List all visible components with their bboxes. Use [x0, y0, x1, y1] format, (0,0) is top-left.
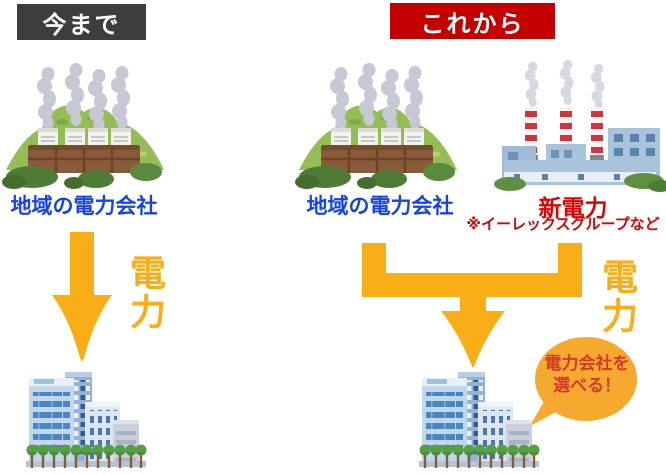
merge-arrow-icon-future [362, 243, 582, 368]
bubble-text-line2: 選べる！ [553, 376, 621, 395]
header-future: これから [390, 3, 555, 39]
regional-power-label-now: 地域の電力会社 [10, 195, 158, 218]
regional-power-plant-icon-now [2, 63, 164, 189]
power-arrow-label-now: 電力 [125, 254, 166, 332]
city-buildings-icon-future [419, 372, 540, 468]
city-buildings-icon-now [26, 372, 147, 468]
down-arrow-icon-now [52, 232, 112, 362]
regional-power-label-future: 地域の電力会社 [306, 195, 454, 218]
header-now: 今まで [17, 4, 146, 40]
bubble-text-line1: 電力会社を [544, 354, 630, 373]
new-power-note: ※イーレックスグループなど [466, 216, 660, 233]
regional-power-plant-icon-future [295, 63, 457, 189]
bubble-text: 電力会社を 選べる！ [526, 353, 648, 397]
new-power-plant-icon [494, 60, 666, 192]
power-arrow-label-future: 電力 [597, 258, 638, 336]
new-power-label: 新電力 [538, 195, 608, 221]
speech-bubble-icon [530, 337, 637, 426]
